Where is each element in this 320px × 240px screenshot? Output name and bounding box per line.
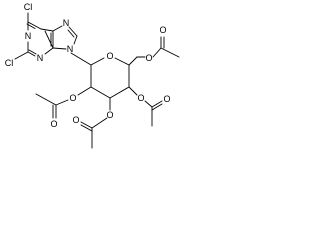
c4-carbonyl-oxygen-label: O: [163, 94, 170, 104]
ch2-ester-oxygen-label: O: [145, 53, 152, 63]
ch2-carbonyl-oxygen-label: O: [159, 25, 166, 35]
c2-carbonyl-oxygen-label: O: [50, 119, 57, 129]
ring-oxygen-label: O: [106, 51, 113, 61]
molecular-structure: Cl Cl N N N N O O O O O O O O O: [5, 2, 180, 149]
c2-ester-oxygen-label: O: [69, 93, 76, 103]
bond-lines: [14, 12, 180, 149]
nitrogen-n3-label: N: [37, 53, 44, 63]
c3-ester-oxygen-label: O: [106, 110, 113, 120]
nitrogen-n7-label: N: [63, 18, 70, 28]
chlorine-left-label: Cl: [5, 58, 14, 68]
chlorine-top-label: Cl: [24, 2, 33, 12]
nitrogen-n1-label: N: [25, 31, 32, 41]
nitrogen-n9-label: N: [67, 44, 74, 54]
c4-ester-oxygen-label: O: [137, 93, 144, 103]
c3-carbonyl-oxygen-label: O: [72, 115, 79, 125]
atom-labels: Cl Cl N N N N O O O O O O O O O: [5, 2, 171, 129]
